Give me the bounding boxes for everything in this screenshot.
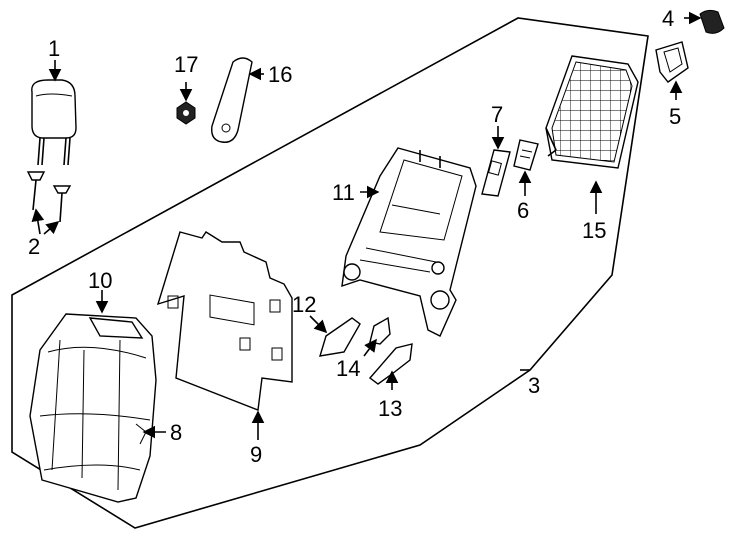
callout-14: 14 [336,356,360,381]
callout-2: 2 [28,234,40,259]
callout-10: 10 [88,268,112,293]
callout-13: 13 [378,396,402,421]
bracket-part-7 [481,149,511,197]
trim-cover-part [211,57,253,143]
nut-part [176,101,196,125]
callout-15: 15 [582,218,606,243]
callout-6: 6 [517,198,529,223]
bracket-part-6 [513,139,539,171]
callout-1: 1 [48,36,60,61]
bracket-part-12 [319,317,361,357]
back-board-part [156,231,293,411]
callout-labels: 1 2 3 4 5 6 7 8 9 10 11 12 13 14 15 16 1… [28,6,681,467]
callout-12: 12 [292,292,316,317]
callout-9: 9 [250,442,262,467]
leader-lines [31,11,702,440]
headrest-part [31,79,77,166]
callout-8: 8 [170,420,182,445]
callout-4: 4 [662,6,674,31]
bracket-part-13 [368,343,413,385]
callout-11: 11 [332,180,355,205]
bracket-part-14 [369,316,391,345]
callout-16: 16 [268,62,292,87]
callout-17: 17 [174,52,198,77]
callout-7: 7 [491,102,503,127]
seat-frame-part [341,147,477,337]
seat-back-cushion-part [29,313,157,503]
back-panel-part [545,55,639,169]
callout-3: 3 [528,373,540,398]
cap-part [699,9,725,34]
bezel-part [655,41,689,83]
headrest-guide-part [26,171,72,223]
callout-5: 5 [669,104,681,129]
